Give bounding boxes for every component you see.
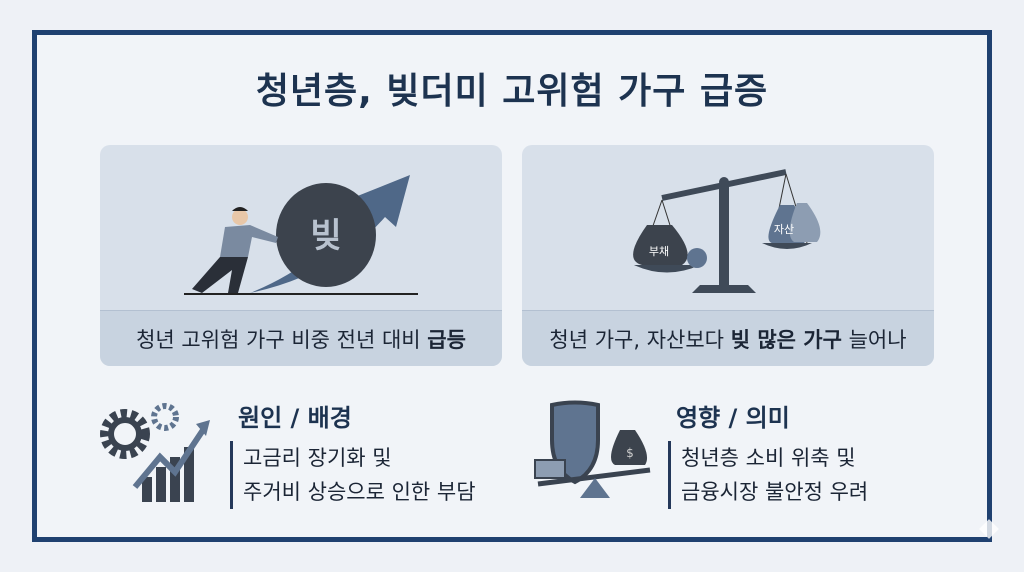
svg-text:$: $ xyxy=(626,446,634,460)
card-high-risk-surge: 빚 청년 고위험 가구 비중 전년 대비 급등 xyxy=(100,145,502,366)
caption-text: 청년 고위험 가구 비중 전년 대비 xyxy=(136,327,421,352)
section-body: 청년층 소비 위축 및 금융시장 불안정 우려 xyxy=(668,441,868,509)
debt-bag-icon xyxy=(633,225,688,265)
asset-label: 자산 xyxy=(774,223,794,236)
caption-emphasis: 빚 많은 가구 xyxy=(730,327,842,352)
caption-text: 청년 가구, 자산보다 xyxy=(549,327,724,352)
shield-balance-icon: $ xyxy=(534,400,651,498)
scale-illustration: 부채 자산 xyxy=(633,169,821,293)
caption-text-suffix: 늘어나 xyxy=(848,327,907,352)
section-body: 고금리 장기화 및 주거비 상승으로 인한 부담 xyxy=(230,441,476,509)
section-cause: 원인 / 배경 고금리 장기화 및 주거비 상승으로 인한 부담 xyxy=(230,398,476,509)
person-pushing-icon xyxy=(192,207,278,293)
section-line: 주거비 상승으로 인한 부담 xyxy=(243,480,476,504)
debt-ball-icon xyxy=(276,183,376,287)
arrow-up-icon xyxy=(250,175,410,293)
card-caption: 청년 고위험 가구 비중 전년 대비 급등 xyxy=(100,310,502,366)
cash-icon xyxy=(534,459,566,479)
section-line: 청년층 소비 위축 및 xyxy=(681,446,856,470)
section-line: 고금리 장기화 및 xyxy=(243,446,392,470)
dollar-coin-icon xyxy=(687,248,707,268)
section-impact: 영향 / 의미 청년층 소비 위축 및 금융시장 불안정 우려 xyxy=(668,398,868,509)
debt-pushing-illustration: 빚 xyxy=(184,175,418,295)
debt-label: 부채 xyxy=(649,245,669,258)
gears-growth-icon xyxy=(100,403,210,502)
money-bag-icon xyxy=(611,430,648,465)
page-title: 청년층, 빚더미 고위험 가구 급증 xyxy=(255,71,769,112)
section-heading: 영향 / 의미 xyxy=(676,404,790,432)
section-line: 금융시장 불안정 우려 xyxy=(681,480,869,504)
caption-emphasis: 급등 xyxy=(427,327,466,352)
section-heading: 원인 / 배경 xyxy=(238,404,352,432)
card-caption: 청년 가구, 자산보다 빚 많은 가구 늘어나 xyxy=(522,310,934,366)
card-debt-exceeds-assets: 부채 자산 청년 가구, 자산보다 빚 많은 가구 늘어나 xyxy=(522,145,934,366)
debt-ball-label: 빚 xyxy=(310,216,341,256)
